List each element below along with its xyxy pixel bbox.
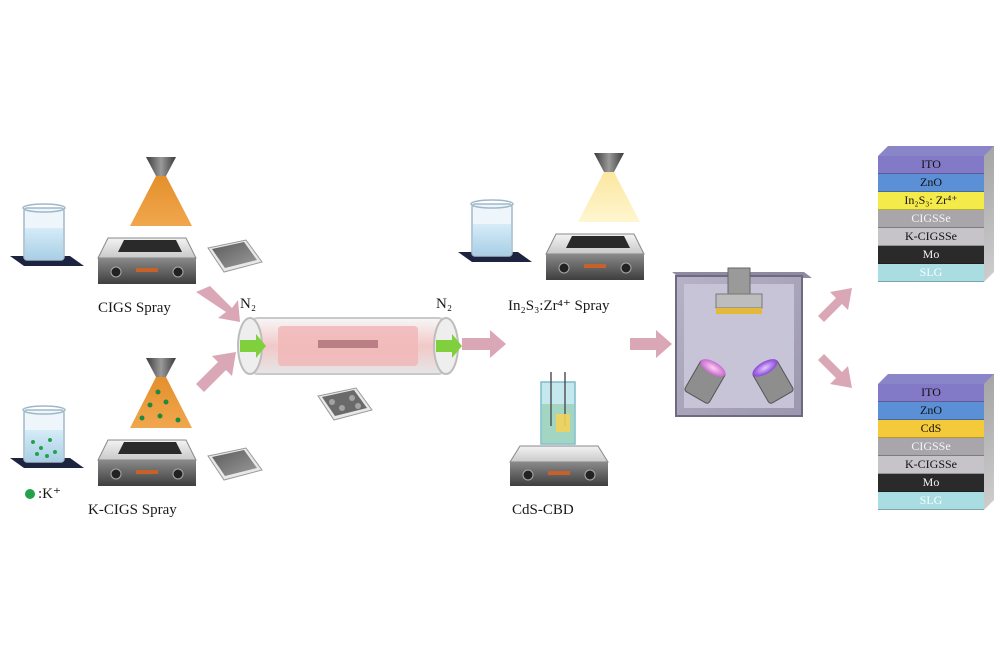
label-in2s3-spray: In₂S₃:Zr⁴⁺ Spray <box>508 298 610 314</box>
hotplate-k-cigs <box>97 439 197 486</box>
beaker-in2s3 <box>458 199 532 262</box>
layer-zno: ZnO <box>878 402 984 420</box>
annealed-sample <box>317 387 373 421</box>
spray-nozzle-in2s3 <box>578 153 640 222</box>
layer-cigsse: CIGSSe <box>878 210 984 228</box>
layer-slg: SLG <box>878 264 984 282</box>
layer-mo: Mo <box>878 246 984 264</box>
cbd-bath <box>540 372 576 445</box>
label-k-ion-legend: :K⁺ <box>38 486 61 502</box>
hotplate-cigs <box>97 237 197 284</box>
layer-cigsse: CIGSSe <box>878 438 984 456</box>
layer-ito: ITO <box>878 156 984 174</box>
arrow-to-device-top <box>818 288 852 322</box>
layer-ito: ITO <box>878 384 984 402</box>
layer-mo: Mo <box>878 474 984 492</box>
beaker-cigs <box>10 203 84 266</box>
sputter-gun-right <box>752 359 794 404</box>
spray-nozzle-cigs <box>130 157 192 226</box>
beaker-k-cigs <box>10 405 84 468</box>
layer-k-cigsse: K-CIGSSe <box>878 228 984 246</box>
substrate-cigs <box>207 239 263 273</box>
tube-furnace <box>237 317 462 375</box>
arrow-cigs-to-furnace <box>196 286 240 322</box>
arrow-to-device-bottom <box>818 354 852 388</box>
layer-zno: ZnO <box>878 174 984 192</box>
layer-cds: CdS <box>878 420 984 438</box>
hotplate-in2s3 <box>545 233 645 280</box>
label-k-cigs-spray: K-CIGS Spray <box>88 502 177 518</box>
layer-slg: SLG <box>878 492 984 510</box>
hotplate-cds <box>509 445 609 486</box>
spray-nozzle-k-cigs <box>130 358 192 428</box>
device-stack-bottom: ITO ZnO CdS CIGSSe K-CIGSSe Mo SLG <box>878 374 994 510</box>
label-cigs-spray: CIGS Spray <box>98 300 171 316</box>
arrow-furnace-to-buffer <box>462 330 506 358</box>
substrate-k-cigs <box>207 447 263 481</box>
device-bottom-face <box>878 374 994 384</box>
label-n2-right: N₂ <box>436 296 453 312</box>
arrow-buffer-to-sputter <box>630 330 672 358</box>
device-stack-top: ITO ZnO In₂S₃: Zr⁴⁺ CIGSSe K-CIGSSe Mo S… <box>878 146 994 282</box>
device-bottom-side <box>984 374 994 510</box>
device-top-side <box>984 146 994 282</box>
arrow-k-cigs-to-furnace <box>196 352 236 392</box>
k-ion-legend-dot <box>25 489 35 499</box>
layer-in2s3-zr: In₂S₃: Zr⁴⁺ <box>878 192 984 210</box>
label-cds-cbd: CdS-CBD <box>512 502 574 518</box>
layer-k-cigsse: K-CIGSSe <box>878 456 984 474</box>
device-top-face <box>878 146 994 156</box>
sputter-gun-left <box>684 359 726 404</box>
label-n2-left: N₂ <box>240 296 257 312</box>
